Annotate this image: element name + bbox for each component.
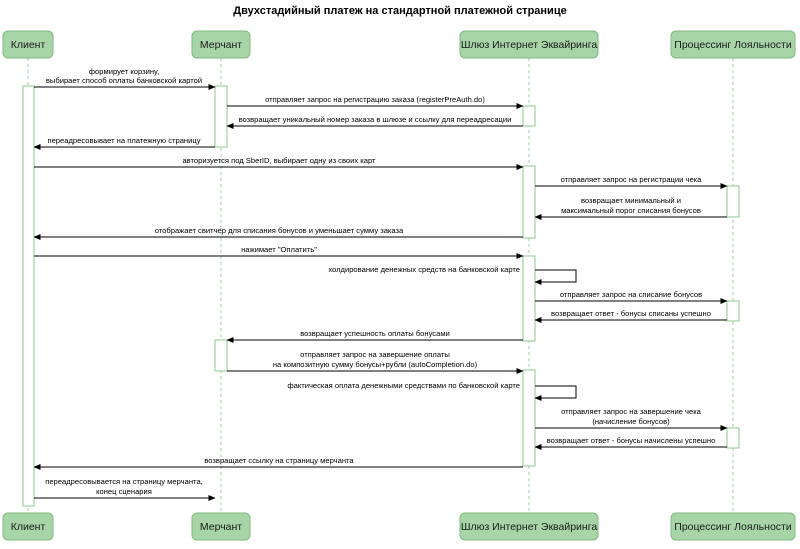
self-message-arrow	[534, 385, 577, 401]
self-message-arrow	[534, 269, 577, 285]
message-label: отображает свитчер для списания бонусов …	[155, 226, 404, 235]
participants-bottom: Клиент Мерчант Шлюз Интернет Эквайринга …	[2, 512, 796, 541]
message-label: авторизуется под SberID, выбирает одну и…	[182, 156, 376, 165]
messages: формирует корзину, выбирает способ оплат…	[33, 67, 728, 501]
participant-label: Процессинг Лояльности	[674, 39, 792, 51]
activation-gateway-3	[522, 255, 536, 342]
participant-label: Мерчант	[200, 521, 242, 533]
message-label: конец сценария	[96, 487, 152, 496]
message: переадресовывает на платежную страницу	[33, 136, 215, 150]
message-label: возвращает ответ - бонусы начислены успе…	[547, 436, 716, 445]
message: возвращает уникальный номер заказа в шлю…	[226, 115, 523, 129]
message-label: возвращает ответ - бонусы списаны успешн…	[551, 309, 711, 318]
message-label: отправляет запрос на завершение оплаты	[300, 350, 450, 359]
message-label: отправляет запрос на регистрации чека	[561, 175, 703, 184]
message: возвращает ссылку на страницу мерчанта	[33, 456, 523, 470]
participant-label: Мерчант	[200, 39, 242, 51]
participant-merchant: Мерчант	[191, 30, 251, 59]
activation-loyalty-3	[726, 427, 740, 449]
message-label: формирует корзину,	[89, 67, 159, 76]
participant-label: Клиент	[11, 521, 46, 533]
message-label: отправляет запрос на завершение чека	[561, 407, 702, 416]
participant-label: Шлюз Интернет Эквайринга	[461, 39, 597, 51]
diagram-title: Двухстадийный платеж на стандартной плат…	[233, 5, 566, 17]
message: формирует корзину, выбирает способ оплат…	[34, 67, 216, 90]
participant-gateway: Шлюз Интернет Эквайринга	[459, 512, 599, 541]
activation-loyalty-2	[726, 300, 740, 322]
participant-loyalty: Процессинг Лояльности	[670, 30, 796, 59]
message-label: возвращает уникальный номер заказа в шлю…	[239, 115, 512, 124]
activation-loyalty-1	[726, 185, 740, 218]
message-label: нажимает "Оплатить"	[241, 245, 317, 254]
participant-loyalty: Процессинг Лояльности	[670, 512, 796, 541]
message-label: выбирает способ оплаты банковской картой	[46, 76, 202, 85]
participant-client: Клиент	[2, 512, 54, 541]
message: возвращает ответ - бонусы начислены успе…	[534, 436, 727, 450]
message-label: возвращает ссылку на страницу мерчанта	[204, 456, 354, 465]
message-label: фактическая оплата денежными средствами …	[287, 381, 520, 390]
activation-client	[22, 85, 35, 507]
message-label: максимальный порог списания бонусов	[561, 206, 701, 215]
message: авторизуется под SberID, выбирает одну и…	[34, 156, 524, 170]
message: отображает свитчер для списания бонусов …	[33, 226, 523, 240]
participant-label: Процессинг Лояльности	[674, 521, 792, 533]
participant-merchant: Мерчант	[191, 512, 251, 541]
message-label: (начисление бонусов)	[592, 417, 670, 426]
message: фактическая оплата денежными средствами …	[287, 381, 577, 401]
activation-bars	[22, 85, 740, 507]
activation-gateway-2	[522, 165, 536, 239]
participants-top: Клиент Мерчант Шлюз Интернет Эквайринга …	[2, 30, 796, 59]
message: холдирование денежных средств на банковс…	[328, 265, 577, 285]
participant-client: Клиент	[2, 30, 54, 59]
message-label: возвращает успешность оплаты бонусами	[300, 329, 450, 338]
message: возвращает успешность оплаты бонусами	[226, 329, 523, 343]
message: возвращает ответ - бонусы списаны успешн…	[534, 309, 727, 323]
message-label: возвращает минимальный и	[581, 196, 681, 205]
participant-label: Клиент	[11, 39, 46, 51]
message: переадресовывается на страницу мерчанта,…	[34, 477, 216, 501]
activation-gateway-4	[522, 369, 536, 467]
message-label: на композитную сумму бонусы+рубли (autoC…	[273, 360, 478, 369]
message: отправляет запрос на завершение оплаты н…	[227, 350, 524, 374]
activation-gateway-1	[522, 105, 536, 127]
participant-label: Шлюз Интернет Эквайринга	[461, 521, 597, 533]
participant-gateway: Шлюз Интернет Эквайринга	[459, 30, 599, 59]
message-label: отправляет запрос на регистрацию заказа …	[265, 95, 485, 104]
message-label: холдирование денежных средств на банковс…	[328, 265, 520, 274]
message-label: переадресовывается на страницу мерчанта,	[45, 477, 203, 486]
message: отправляет запрос на завершение чека (на…	[535, 407, 728, 431]
message: нажимает "Оплатить"	[34, 245, 524, 259]
message: возвращает минимальный и максимальный по…	[534, 196, 727, 220]
message: отправляет запрос на регистрацию заказа …	[227, 95, 524, 109]
message: отправляет запрос на списание бонусов	[535, 290, 728, 304]
activation-merchant-2	[214, 339, 228, 372]
message-label: переадресовывает на платежную страницу	[47, 136, 200, 145]
message: отправляет запрос на регистрации чека	[535, 175, 728, 189]
activation-merchant-1	[214, 85, 228, 148]
message-label: отправляет запрос на списание бонусов	[560, 290, 702, 299]
